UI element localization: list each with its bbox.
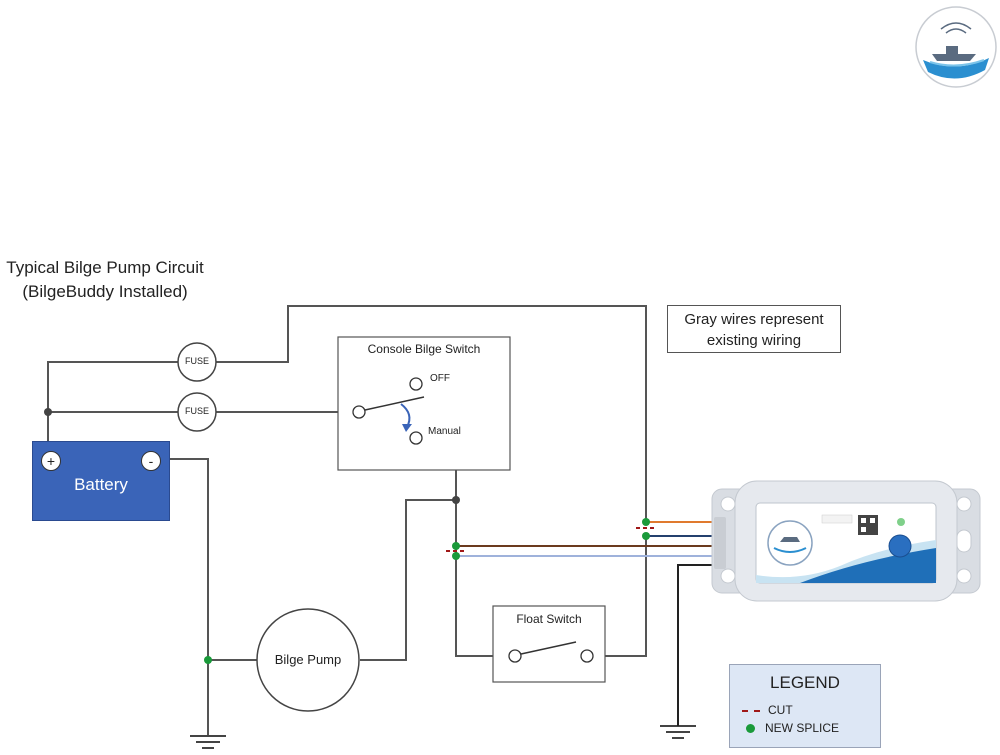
note-line-1: Gray wires represent [684, 311, 824, 328]
battery-label: Battery [74, 475, 128, 494]
cut-marks [446, 527, 656, 552]
switch-arrow-head-icon [402, 424, 412, 432]
splice-dot [642, 518, 650, 526]
switch-lever [364, 396, 425, 411]
wire-black-ground [677, 564, 722, 726]
device-push-button [888, 534, 912, 558]
fuse-bottom-label: FUSE [184, 406, 209, 416]
battery-positive-terminal: + [41, 451, 61, 471]
legend-cut-row: CUT [742, 703, 793, 717]
junction-dot [452, 496, 460, 504]
junction-dot [44, 408, 52, 416]
status-led-icon [897, 518, 905, 526]
legend-splice-row: NEW SPLICE [742, 721, 839, 735]
float-switch-title: Float Switch [516, 612, 582, 626]
legend-splice-label: NEW SPLICE [765, 721, 840, 735]
device-logo-icon [767, 520, 813, 566]
battery-negative-terminal: - [141, 451, 161, 471]
splice-dot [642, 532, 650, 540]
cut-mark-icon [742, 709, 760, 712]
note-line-2: existing wiring [706, 332, 802, 349]
switch-common-terminal [352, 405, 366, 419]
ground-symbol-left [190, 735, 226, 749]
diagram-title: Typical Bilge Pump Circuit [6, 258, 204, 277]
fuse-bottom [177, 392, 217, 432]
switch-manual-label: Manual [428, 426, 461, 437]
wire-float-to-right [594, 536, 647, 657]
existing-wiring-note: Gray wires represent existing wiring [667, 305, 841, 353]
console-switch-title: Console Bilge Switch [367, 342, 481, 356]
switch-off-terminal [409, 377, 423, 391]
bilge-pump-label: Bilge Pump [274, 652, 342, 667]
switch-manual-terminal [409, 431, 423, 445]
console-switch-box [337, 336, 511, 471]
switch-off-label: OFF [430, 373, 450, 384]
float-terminal-left [508, 649, 522, 663]
splice-dot-icon [746, 724, 755, 734]
legend-title: LEGEND [770, 673, 840, 692]
wire-to-top-fuse [47, 361, 178, 412]
battery: + - Battery [32, 441, 170, 521]
float-lever [520, 641, 577, 655]
legend-cut-label: CUT [768, 703, 793, 717]
wire-battery-neg-to-ground [170, 458, 209, 736]
bilge-pump [256, 608, 360, 712]
fuse-top-label: FUSE [184, 356, 209, 366]
ground-symbol-right [660, 725, 696, 739]
splice-dot [452, 552, 460, 560]
wire-top-fuse-to-bilgebuddy [216, 305, 647, 522]
float-switch-box [492, 605, 606, 683]
wire-junction-to-pump [360, 499, 456, 661]
bilgebuddy-device [711, 480, 981, 602]
splice-dot [452, 542, 460, 550]
legend: LEGEND CUT NEW SPLICE [729, 664, 881, 748]
float-terminal-right [580, 649, 594, 663]
splice-dot [204, 656, 212, 664]
bilgebuddy-logo [915, 6, 997, 88]
new-splices [204, 518, 650, 664]
diagram-subtitle: (BilgeBuddy Installed) [22, 282, 188, 301]
fuse-top [177, 342, 217, 382]
bilgebuddy-wires [456, 521, 722, 726]
